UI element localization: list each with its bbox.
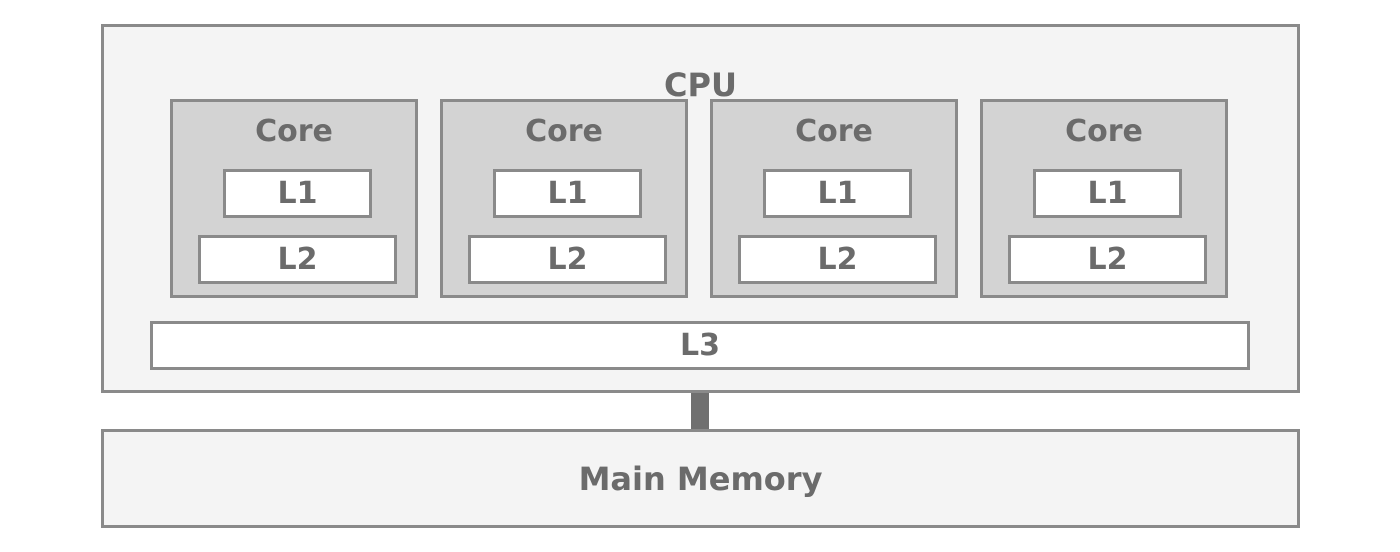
cpu-label: CPU	[664, 66, 737, 104]
l3-cache: L3	[150, 321, 1250, 370]
core-label: Core	[255, 114, 333, 149]
l2-cache: L2	[738, 235, 937, 284]
l2-cache: L2	[198, 235, 397, 284]
l2-cache: L2	[468, 235, 667, 284]
core-label: Core	[1065, 114, 1143, 149]
main-memory-box: Main Memory	[101, 429, 1300, 528]
l1-cache: L1	[1033, 169, 1182, 218]
l1-cache: L1	[223, 169, 372, 218]
core-label: Core	[795, 114, 873, 149]
core-label: Core	[525, 114, 603, 149]
l2-cache: L2	[1008, 235, 1207, 284]
l1-cache: L1	[493, 169, 642, 218]
l1-cache: L1	[763, 169, 912, 218]
